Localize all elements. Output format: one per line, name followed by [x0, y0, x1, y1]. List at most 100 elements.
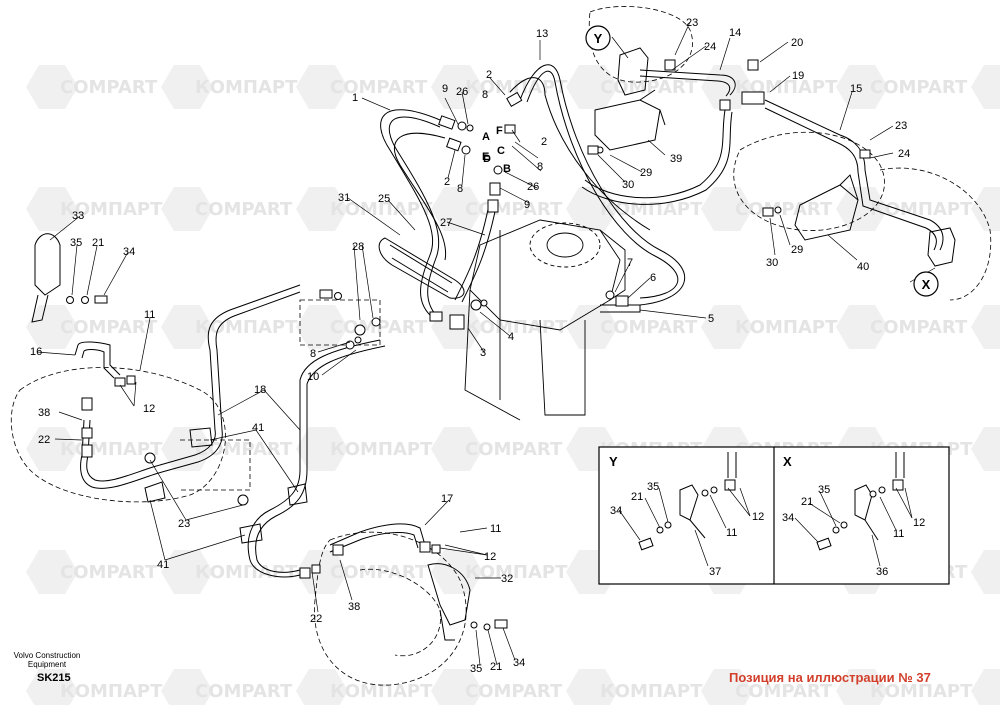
watermark-tile: КОМПАРТ: [296, 187, 433, 231]
svg-text:COMPART: COMPART: [465, 439, 563, 460]
svg-text:COMPART: COMPART: [735, 681, 833, 702]
callout-34: 34: [123, 246, 135, 258]
callout-8c: 8: [457, 183, 463, 195]
svg-text:КОМПАРТ: КОМПАРТ: [330, 199, 433, 220]
callout-25: 25: [378, 193, 390, 205]
callout-7: 7: [627, 257, 633, 269]
callout-24b: 24: [898, 148, 910, 160]
watermark-tile: COMPART: [161, 427, 293, 471]
svg-text:КОМПАРТ: КОМПАРТ: [735, 317, 838, 338]
svg-text:КОМПАРТ: КОМПАРТ: [60, 199, 163, 220]
svg-text:КОМПАРТ: КОМПАРТ: [600, 681, 703, 702]
callout-35: 35: [70, 237, 82, 249]
main-pump: [464, 219, 626, 421]
watermark-tile: КОМПАРТ: [836, 187, 973, 231]
callout-22b: 22: [310, 613, 322, 625]
watermark-tile: COMPART: [26, 65, 158, 109]
svg-text:COMPART: COMPART: [330, 77, 428, 98]
callout-8: 8: [482, 89, 488, 101]
svg-text:КОМПАРТ: КОМПАРТ: [870, 681, 973, 702]
callout-8d: 8: [310, 348, 316, 360]
callout-34b: 34: [513, 657, 525, 669]
callout-22: 22: [38, 434, 50, 446]
watermark-tile: КОМПАРТ: [161, 550, 298, 594]
connector-letters: A B C D E F: [482, 125, 511, 175]
detail-view-y: Y 35 21 34 11 12 37: [609, 452, 764, 578]
view-marker-x: X: [913, 271, 939, 297]
watermark-tile: COMPART: [431, 427, 563, 471]
callout-31: 31: [338, 192, 350, 204]
watermark-tile: КОМПАРТ: [26, 669, 163, 705]
callout-18: 18: [254, 384, 266, 396]
watermark-tile: КОМПАРТ: [836, 669, 973, 705]
svg-text:КОМПАРТ: КОМПАРТ: [465, 317, 568, 338]
callout-2: 2: [486, 69, 492, 81]
svg-text:X: X: [922, 277, 931, 292]
detail-y-callout-34: 34: [610, 505, 622, 517]
callout-15: 15: [850, 83, 862, 95]
callout-40: 40: [857, 261, 869, 273]
fittings: [66, 59, 871, 631]
svg-text:КОМПАРТ: КОМПАРТ: [330, 439, 433, 460]
detail-y-callout-12: 12: [752, 511, 764, 523]
callout-32: 32: [501, 573, 513, 585]
callout-11b: 11: [490, 523, 501, 535]
svg-text:COMPART: COMPART: [870, 77, 968, 98]
watermark-tile: COMPART: [431, 669, 563, 705]
watermark-tile: COMPART: [971, 427, 1000, 471]
svg-text:COMPART: COMPART: [870, 317, 968, 338]
detail-x-callout-36: 36: [876, 566, 888, 578]
callout-29b: 29: [791, 244, 803, 256]
callout-9: 9: [442, 83, 448, 95]
svg-text:КОМПАРТ: КОМПАРТ: [195, 317, 298, 338]
callout-14: 14: [729, 27, 741, 39]
watermark-tile: COMPART: [296, 305, 428, 349]
detail-y-callout-11: 11: [726, 527, 737, 539]
detail-y-title: Y: [609, 454, 618, 469]
callout-13: 13: [536, 28, 548, 40]
detail-y-callout-35: 35: [647, 481, 659, 493]
callout-21: 21: [92, 237, 104, 249]
callout-28: 28: [352, 241, 364, 253]
svg-text:КОМПАРТ: КОМПАРТ: [195, 77, 298, 98]
svg-text:КОМПАРТ: КОМПАРТ: [465, 562, 568, 583]
callout-29: 29: [640, 167, 652, 179]
watermark-tile: COMPART: [836, 65, 968, 109]
detail-x-callout-35: 35: [818, 484, 830, 496]
watermark-tile: КОМПАРТ: [566, 669, 703, 705]
watermark-tile: COMPART: [566, 305, 698, 349]
callout-12: 12: [143, 403, 155, 415]
callout-10: 10: [307, 371, 319, 383]
watermark-tile: COMPART: [296, 65, 428, 109]
callout-30: 30: [622, 179, 634, 191]
callout-16: 16: [30, 346, 42, 358]
svg-text:КОМПАРТ: КОМПАРТ: [870, 199, 973, 220]
callout-38b: 38: [348, 601, 360, 613]
svg-text:COMPART: COMPART: [330, 562, 428, 583]
callout-23c: 23: [178, 518, 190, 530]
svg-text:COMPART: COMPART: [330, 317, 428, 338]
watermark-tile: COMPART: [161, 187, 293, 231]
detail-x-callout-11: 11: [893, 528, 904, 540]
svg-text:COMPART: COMPART: [195, 199, 293, 220]
svg-text:КОМПАРТ: КОМПАРТ: [330, 681, 433, 702]
manufacturer-caption: Volvo Construction Equipment: [13, 651, 81, 669]
callout-33: 33: [72, 210, 84, 222]
svg-text:Y: Y: [594, 31, 603, 46]
svg-text:COMPART: COMPART: [195, 439, 293, 460]
callout-39: 39: [670, 153, 682, 165]
callout-8b: 8: [537, 161, 543, 173]
svg-text:КОМПАРТ: КОМПАРТ: [60, 681, 163, 702]
detail-y-callout-21: 21: [631, 491, 643, 503]
callout-17: 17: [441, 493, 453, 505]
watermark-tile: COMPART: [26, 305, 158, 349]
detail-views-panel: [598, 446, 950, 585]
svg-text:COMPART: COMPART: [465, 681, 563, 702]
callout-41b: 41: [157, 559, 169, 571]
detail-view-x: X 35 21 34 11 12 36: [782, 452, 925, 578]
watermark-tile: COMPART: [971, 669, 1000, 705]
view-marker-y: Y: [585, 25, 611, 51]
watermark-tile: COMPART: [701, 669, 833, 705]
hose-lines: [74, 64, 944, 578]
